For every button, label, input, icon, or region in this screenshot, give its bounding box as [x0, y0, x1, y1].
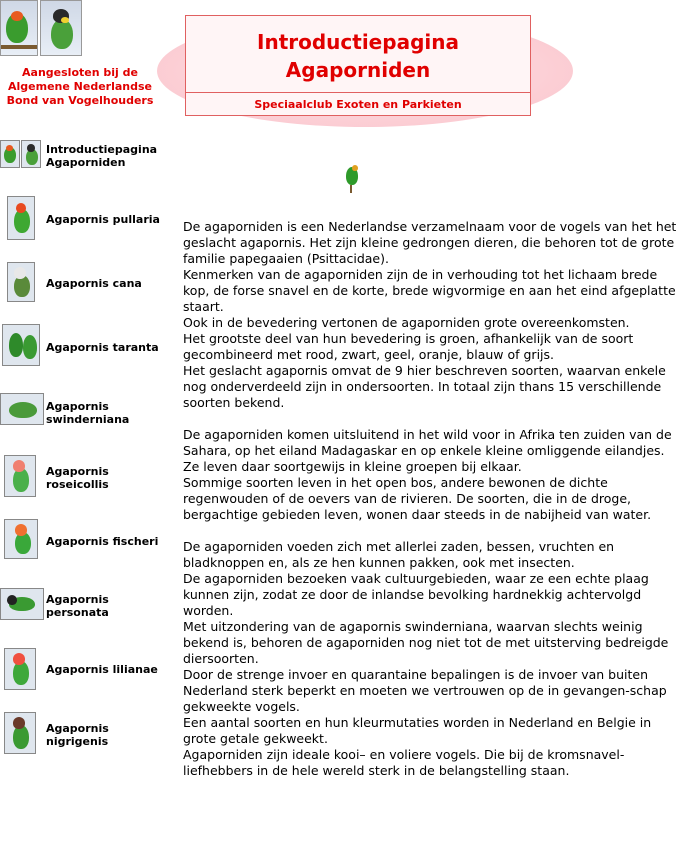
- sidebar-item-pullaria[interactable]: Agapornis pullaria: [0, 196, 170, 242]
- sidebar-item-label: Agapornis lilianae: [46, 663, 158, 676]
- lovebird-thumbnail-icon: [7, 262, 35, 302]
- paragraph: De agaporniden bezoeken vaak cultuurgebi…: [183, 571, 649, 618]
- sidebar-item-taranta[interactable]: Agapornis taranta: [0, 324, 170, 370]
- association-line-2: Algemene Nederlandse: [8, 80, 152, 93]
- paragraph: Kenmerken van de agaporniden zijn de in …: [183, 267, 676, 314]
- lovebird-thumbnail-icon: [0, 588, 44, 620]
- lovebird-thumbnail-icon: [4, 455, 36, 497]
- lovebird-thumbnail-icon: [4, 712, 36, 754]
- header-box: Introductiepagina Agaporniden Speciaalcl…: [185, 15, 531, 116]
- lovebird-thumbnail-icon: [0, 140, 20, 168]
- sidebar-item-label: Agapornis pullaria: [46, 213, 160, 226]
- paragraph: Agaporniden zijn ideale kooi– en voliere…: [183, 747, 625, 778]
- page-subtitle: Speciaalclub Exoten en Parkieten: [254, 98, 462, 111]
- paragraph: Ook in de bevedering vertonen de agaporn…: [183, 315, 630, 330]
- parrot-icon: [344, 163, 362, 193]
- association-line-3: Bond van Vogelhouders: [6, 94, 154, 107]
- sidebar-item-lilianae[interactable]: Agapornis lilianae: [0, 648, 170, 694]
- lovebird-photo-2: [40, 0, 82, 56]
- sidebar-item-fischeri[interactable]: Agapornis fischeri: [0, 519, 170, 565]
- sidebar-item-label: Agapornis taranta: [46, 341, 159, 354]
- sidebar-item-label: Agapornis fischeri: [46, 535, 159, 548]
- lovebird-photo-1: [0, 0, 38, 56]
- page-title-line-2: Agaporniden: [285, 58, 431, 82]
- page-title: Introductiepagina Agaporniden: [186, 28, 530, 84]
- lovebird-thumbnail-icon: [2, 324, 40, 366]
- lovebird-thumbnail-icon: [21, 140, 41, 168]
- main-content: De agaporniden is een Nederlandse verzam…: [183, 219, 683, 779]
- paragraph: Door de strenge invoer en quarantaine be…: [183, 667, 667, 714]
- paragraph: Met uitzondering van de agapornis swinde…: [183, 619, 669, 666]
- paragraph: De agaporniden komen uitsluitend in het …: [183, 427, 672, 474]
- page-title-line-1: Introductiepagina: [257, 30, 459, 54]
- lovebird-thumbnail-icon: [4, 519, 38, 559]
- paragraph: De agaporniden voeden zich met allerlei …: [183, 539, 615, 570]
- paragraph: Het geslacht agapornis omvat de 9 hier b…: [183, 363, 666, 410]
- lovebird-thumbnail-icon: [7, 196, 35, 240]
- paragraph: De agaporniden is een Nederlandse verzam…: [183, 219, 677, 266]
- paragraph: Het grootste deel van hun bevedering is …: [183, 331, 634, 362]
- paragraph: Sommige soorten leven in het open bos, a…: [183, 475, 652, 522]
- header-divider: [186, 92, 530, 93]
- association-text: Aangesloten bij de Algemene Nederlandse …: [0, 66, 160, 108]
- sidebar-item-cana[interactable]: Agapornis cana: [0, 262, 170, 308]
- paragraph: Een aantal soorten en hun kleurmutaties …: [183, 715, 652, 746]
- sidebar-item-label: Agapornis cana: [46, 277, 142, 290]
- lovebird-thumbnail-icon: [0, 393, 44, 425]
- lovebird-thumbnail-icon: [4, 648, 36, 690]
- association-line-1: Aangesloten bij de: [22, 66, 138, 79]
